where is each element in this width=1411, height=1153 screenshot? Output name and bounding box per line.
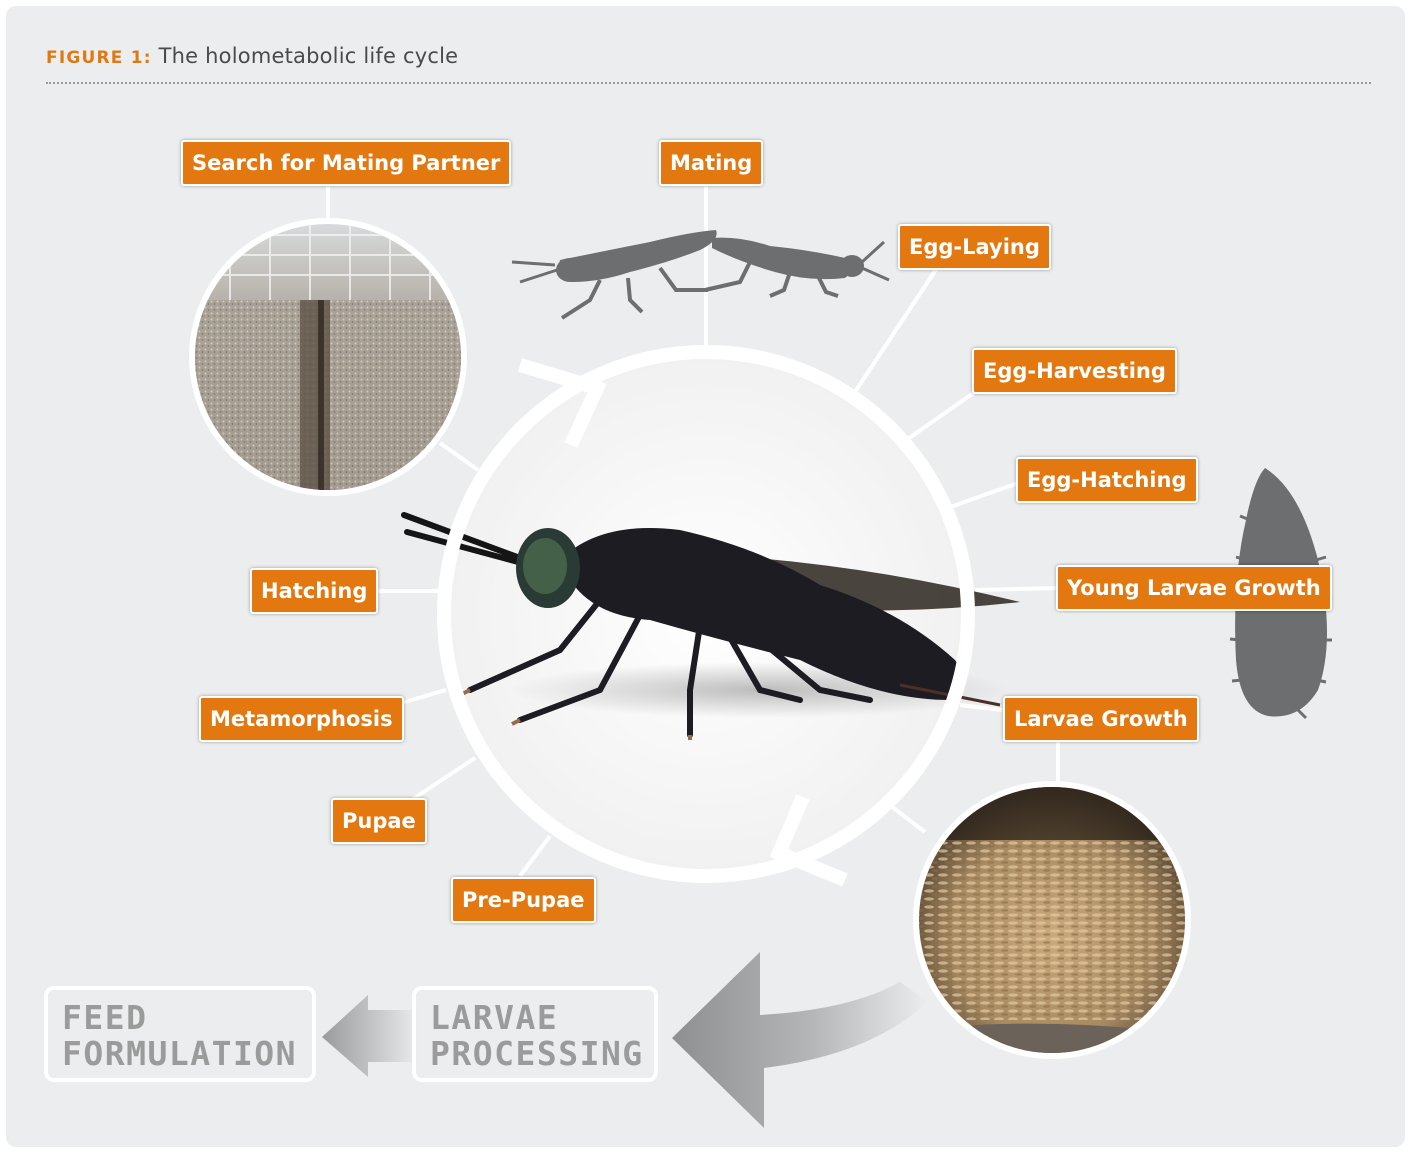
label-pre-pupae: Pre-Pupae (451, 877, 596, 923)
processing-arrow-small-icon (322, 995, 420, 1077)
label-egg-laying: Egg-Laying (898, 224, 1051, 270)
feed-formulation-line2: FORMULATION (62, 1036, 298, 1072)
larvae-mass-photo (913, 781, 1191, 1060)
label-egg-harvesting: Egg-Harvesting (972, 348, 1177, 394)
adult-fly-photo (404, 356, 1020, 872)
feed-formulation-line1: FEED (62, 1000, 298, 1036)
mating-flies-silhouette-icon (512, 230, 889, 318)
larvae-processing-line2: PROCESSING (430, 1036, 640, 1072)
label-mating: Mating (659, 140, 763, 186)
label-hatching: Hatching (250, 568, 378, 614)
feed-formulation-box: FEED FORMULATION (44, 986, 316, 1082)
label-search-for-mating-partner: Search for Mating Partner (181, 140, 511, 186)
label-egg-hatching: Egg-Hatching (1016, 457, 1198, 503)
label-metamorphosis: Metamorphosis (199, 696, 404, 742)
processing-arrow-large-icon (672, 952, 928, 1128)
mating-cage-photo (189, 218, 470, 500)
label-larvae-growth: Larvae Growth (1003, 696, 1199, 742)
label-young-larvae-growth: Young Larvae Growth (1056, 565, 1332, 611)
label-pupae: Pupae (331, 798, 427, 844)
larvae-processing-line1: LARVAE (430, 1000, 640, 1036)
larvae-processing-box: LARVAE PROCESSING (412, 986, 658, 1082)
